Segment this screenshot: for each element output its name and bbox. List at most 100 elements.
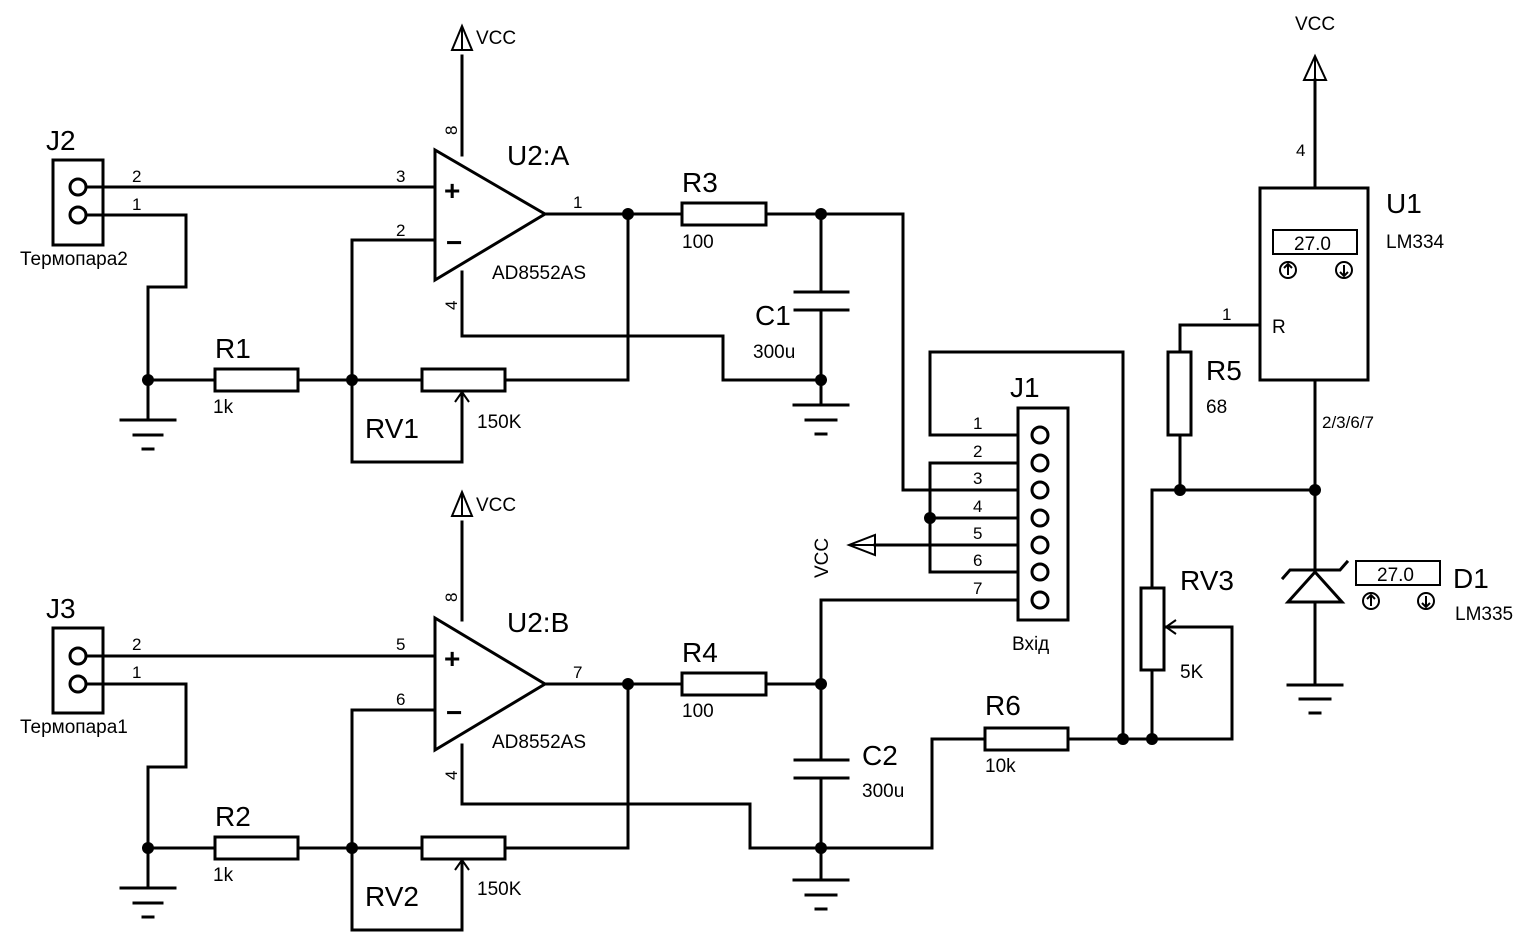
- u2a-ref: U2:A: [507, 140, 570, 171]
- vcc-label-u2b: VCC: [476, 495, 516, 516]
- vcc-arrow-u2a: VCC: [450, 23, 516, 51]
- rv3-value: 5K: [1180, 662, 1204, 683]
- r6-value: 10k: [985, 756, 1016, 777]
- j1-pin-3: 3: [973, 469, 982, 488]
- j3-connector: J3 Термопара1 2 1: [20, 593, 141, 738]
- u2a-pin-vminus: 4: [442, 301, 461, 310]
- j2-pin-1: 1: [132, 195, 141, 214]
- r3-ref: R3: [682, 167, 718, 198]
- r5-resistor: R5 68: [1166, 350, 1242, 437]
- u1-current-source: 27.0 R U1 LM334 4 1 2/3/6/7: [1222, 141, 1445, 432]
- u2b-junctions: [142, 678, 827, 854]
- rv1-ref: RV1: [365, 413, 419, 444]
- u1-pin-r: 1: [1222, 305, 1231, 324]
- r5-ref: R5: [1206, 355, 1242, 386]
- right-junctions: [1174, 484, 1321, 496]
- u2a-pin-out: 1: [573, 193, 582, 212]
- d1-display: 27.0: [1377, 565, 1414, 586]
- d1-zener-diode: 27.0 D1 LM335: [1280, 559, 1513, 625]
- u1-pin-top: 4: [1296, 141, 1305, 160]
- vcc-arrow-u1: VCC: [1295, 14, 1335, 81]
- rv1-value: 150K: [477, 412, 522, 433]
- u2a-plus: +: [444, 175, 460, 206]
- j3-label: Термопара1: [20, 717, 128, 738]
- r5-value: 68: [1206, 397, 1227, 418]
- c2-capacitor: C2 300u: [793, 740, 904, 802]
- r2-value: 1k: [213, 865, 234, 886]
- r4-ref: R4: [682, 637, 718, 668]
- ground-symbols-bottom: [119, 878, 850, 919]
- d1-ref: D1: [1453, 563, 1489, 594]
- j1-pin-1: 1: [973, 414, 982, 433]
- u1-part: LM334: [1386, 232, 1445, 253]
- u2a-minus: −: [446, 227, 462, 258]
- r4-resistor: R4 100: [680, 637, 768, 722]
- j1-pin-4: 4: [973, 497, 982, 516]
- j2-connector: J2 Термопара2 2 1: [20, 125, 141, 270]
- j3-ref: J3: [46, 593, 76, 624]
- c1-value: 300u: [753, 342, 795, 363]
- rv1-potentiometer: RV1 150K: [365, 367, 522, 444]
- r1-value: 1k: [213, 397, 234, 418]
- u2b-pin-vplus: 8: [442, 593, 461, 602]
- rv3-potentiometer: RV3 5K: [1139, 565, 1234, 683]
- c1-capacitor: C1 300u: [753, 290, 850, 363]
- right-wires: [1150, 78, 1317, 741]
- j1-junctions: [924, 512, 1158, 745]
- j1-ref: J1: [1010, 372, 1040, 403]
- r1-resistor: R1 1k: [213, 333, 300, 418]
- u2b-pin-out: 7: [573, 663, 582, 682]
- u2b-opamp: + − U2:B AD8552AS 5 6 7 8 4: [396, 593, 586, 780]
- vcc-label-j1: VCC: [812, 538, 833, 578]
- r6-ref: R6: [985, 690, 1021, 721]
- u1-ref: U1: [1386, 188, 1422, 219]
- d1-up-arrow-icon[interactable]: [1362, 592, 1380, 610]
- j1-pin-5: 5: [973, 524, 982, 543]
- u2b-part: AD8552AS: [492, 732, 586, 753]
- r3-value: 100: [682, 232, 714, 253]
- j1-pin-2: 2: [973, 442, 982, 461]
- rv2-ref: RV2: [365, 881, 419, 912]
- u1-display: 27.0: [1294, 234, 1331, 255]
- r3-resistor: R3 100: [680, 167, 768, 253]
- u1-pin-r-label: R: [1272, 317, 1286, 338]
- r1-ref: R1: [215, 333, 251, 364]
- c2-value: 300u: [862, 781, 904, 802]
- r6-resistor: R6 10k: [983, 690, 1070, 777]
- u2b-plus: +: [444, 643, 460, 674]
- vcc-arrow-u2b: VCC: [450, 489, 516, 517]
- vcc-arrow-j1: VCC: [812, 533, 876, 578]
- j2-ref: J2: [46, 125, 76, 156]
- j2-pin-2: 2: [132, 167, 141, 186]
- u1-down-arrow-icon[interactable]: [1335, 261, 1353, 279]
- vcc-label-u2a: VCC: [476, 28, 516, 49]
- ground-symbols-top: [119, 403, 850, 451]
- j3-pin-2: 2: [132, 635, 141, 654]
- d1-down-arrow-icon[interactable]: [1417, 592, 1435, 610]
- u2b-pin-in-n: 6: [396, 690, 405, 709]
- rv3-ref: RV3: [1180, 565, 1234, 596]
- j1-wires: [873, 350, 1125, 741]
- j1-label: Вхід: [1012, 634, 1049, 655]
- u2a-pin-in-n: 2: [396, 221, 405, 240]
- c1-ref: C1: [755, 300, 791, 331]
- u1-up-arrow-icon[interactable]: [1279, 261, 1297, 279]
- u2a-wires: [84, 54, 1027, 492]
- u2b-pin-vminus: 4: [442, 771, 461, 780]
- u2a-pin-vplus: 8: [442, 126, 461, 135]
- ground-symbol-d1: [1286, 683, 1344, 715]
- j1-pin-7: 7: [973, 579, 982, 598]
- r2-ref: R2: [215, 801, 251, 832]
- u2b-minus: −: [446, 697, 462, 728]
- u2a-junctions: [142, 208, 827, 386]
- j1-pin-6: 6: [973, 551, 982, 570]
- u2b-ref: U2:B: [507, 607, 569, 638]
- r2-resistor: R2 1k: [213, 801, 300, 886]
- u2a-opamp: + − U2:A AD8552AS 3 2 1 8 4: [396, 126, 586, 310]
- j1-connector: J1 Вхід 1 2 3 4 5 6 7: [973, 372, 1070, 655]
- u2a-pin-in-p: 3: [396, 167, 405, 186]
- d1-part: LM335: [1455, 604, 1513, 625]
- rv2-potentiometer: RV2 150K: [365, 835, 522, 912]
- rv2-value: 150K: [477, 879, 522, 900]
